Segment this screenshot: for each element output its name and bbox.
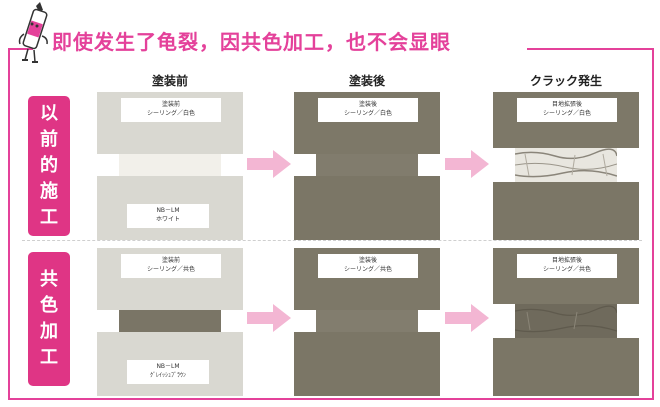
row-label-char: 共 [40,269,58,290]
sample-tag: 塗装前 シーリング／白色 [121,98,221,122]
frame-top-left [8,48,33,50]
row-label-shared-color: 共 色 加 工 [28,252,70,386]
sample-tag: 塗装後 シーリング／白色 [318,98,418,122]
arrow-right-icon [445,150,489,178]
column-header-before: 塗装前 [151,74,188,88]
product-code: NB－LM [156,207,180,214]
row-label-char: 的 [40,155,58,176]
page-headline: 即使发生了龟裂，因共色加工，也不会显眼 [52,30,451,54]
frame-top-right [527,48,654,50]
sample-tag-line1: 塗装前 [161,257,180,264]
content-frame [8,48,654,400]
product-tag: NB－LM ホワイト [127,204,209,228]
arrow-right-icon [247,304,291,332]
sample-tag-line2: シーリング／共色 [146,266,195,273]
sample-panel-row1-before: 塗装前 シーリング／白色 NB－LM ホワイト [97,92,243,240]
board-bottom [493,182,639,240]
sample-tag-line1: 塗装後 [358,257,377,264]
column-header-crack: クラック発生 [529,74,602,88]
row-label-char: 加 [40,321,58,342]
sample-panel-row2-crack: 目地拡張後 シーリング／共色 [493,248,639,396]
sample-tag-line2: シーリング／共色 [542,266,591,273]
row-label-conventional: 以 前 的 施 工 [28,96,70,236]
row-label-char: 工 [40,347,58,368]
sealant-joint [316,154,418,176]
sealant-joint [316,310,418,332]
crack-lines-icon [515,148,617,178]
sample-tag: 目地拡張後 シーリング／共色 [517,254,617,278]
sample-tag-line1: 塗装前 [161,101,180,108]
row-label-char: 工 [40,207,58,228]
sample-tag-line2: シーリング／白色 [343,110,392,117]
product-color: ホワイト [155,216,180,223]
sample-tag: 目地拡張後 シーリング／白色 [517,98,617,122]
row-label-char: 色 [40,295,58,316]
row-label-char: 以 [40,103,58,124]
sample-tag: 塗装後 シーリング／共色 [318,254,418,278]
sample-tag: 塗装前 シーリング／共色 [121,254,221,278]
arrow-right-icon [247,150,291,178]
sample-tag-line2: シーリング／共色 [343,266,392,273]
sample-panel-row2-after: 塗装後 シーリング／共色 [294,248,440,396]
sample-tag-line1: 塗装後 [358,101,377,108]
product-color: ｸﾞﾚｲｯｼｭﾌﾞﾗｳﾝ [149,372,186,379]
row-separator [22,240,642,241]
product-tag: NB－LM ｸﾞﾚｲｯｼｭﾌﾞﾗｳﾝ [127,360,209,384]
board-bottom [294,332,440,396]
sample-tag-line1: 目地拡張後 [551,101,582,108]
sample-panel-row1-crack: 目地拡張後 シーリング／白色 [493,92,639,240]
crack-lines-icon [515,305,617,333]
row-label-char: 前 [40,129,58,150]
column-header-after: 塗装後 [348,74,385,88]
arrow-right-icon [445,304,489,332]
sample-panel-row2-before: 塗装前 シーリング／共色 NB－LM ｸﾞﾚｲｯｼｭﾌﾞﾗｳﾝ [97,248,243,396]
sample-tag-line1: 目地拡張後 [551,257,582,264]
sample-tag-line2: シーリング／白色 [542,110,591,117]
sealant-joint [119,154,221,176]
row-label-char: 施 [40,181,58,202]
product-code: NB－LM [156,363,180,370]
sample-panel-row1-after: 塗装後 シーリング／白色 [294,92,440,240]
board-bottom [294,176,440,240]
sealant-tube-mascot-icon [18,2,48,63]
sample-tag-line2: シーリング／白色 [146,110,195,117]
board-bottom [493,338,639,396]
sealant-joint [119,310,221,332]
